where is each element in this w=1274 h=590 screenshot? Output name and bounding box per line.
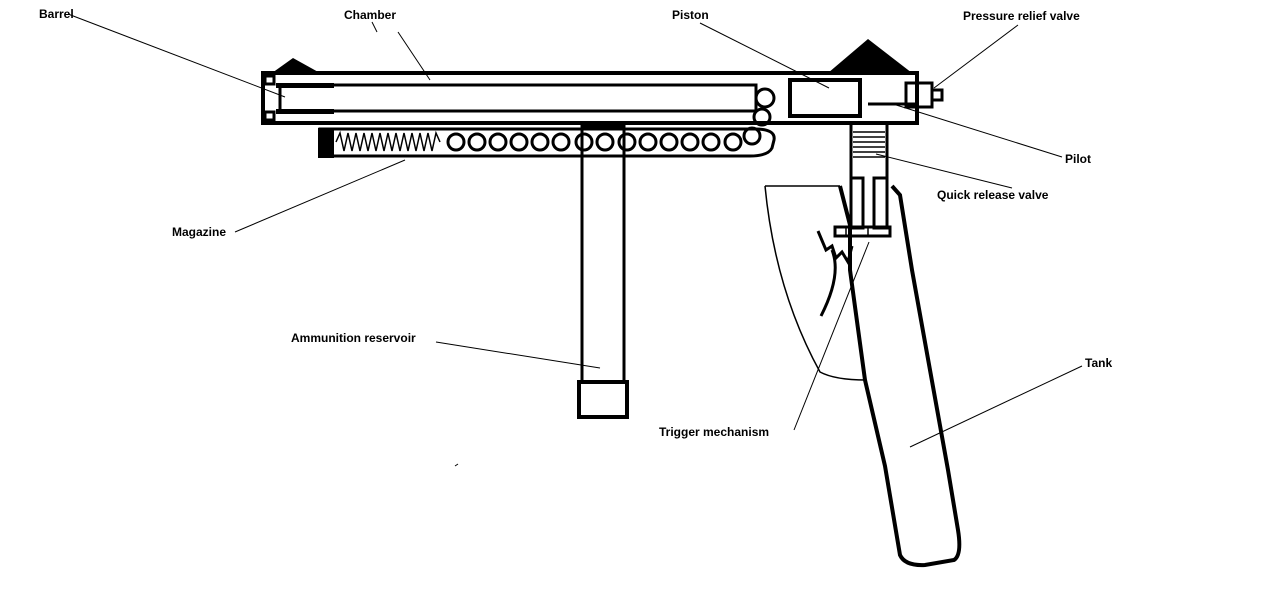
trigger-guard	[764, 185, 867, 381]
leader-magazine	[234, 159, 406, 233]
muzzle-tip-top	[263, 74, 276, 86]
magazine-tube	[318, 127, 776, 158]
barrel-bore	[278, 83, 758, 113]
front-sight	[272, 58, 320, 73]
leader-chamber	[397, 31, 431, 81]
ammunition-reservoir-assembly	[577, 124, 629, 419]
valve-port-right	[872, 176, 889, 230]
leader-barrel	[67, 13, 286, 98]
leader-quick-release-valve	[875, 153, 1013, 189]
label-trigger-mechanism: Trigger mechanism	[659, 425, 769, 439]
leader-trigger-mechanism	[793, 241, 870, 431]
trigger-bar	[833, 225, 892, 238]
muzzle-block	[276, 83, 334, 88]
magazine-endcap	[318, 128, 334, 158]
label-piston: Piston	[672, 8, 709, 22]
quick-release-valve-lines	[853, 131, 885, 158]
magazine-spring	[335, 130, 441, 152]
magazine-assembly	[318, 126, 776, 158]
valve-assembly	[849, 123, 889, 230]
magazine-balls	[446, 126, 762, 152]
muzzle-block-lower	[276, 109, 334, 114]
muzzle-tip-bottom	[263, 110, 276, 122]
label-tank: Tank	[1085, 356, 1112, 370]
label-chamber: Chamber	[344, 8, 396, 22]
leader-pilot	[892, 103, 1063, 158]
valve-port-left	[849, 176, 865, 230]
reservoir-tube	[580, 124, 626, 384]
label-pilot: Pilot	[1065, 152, 1091, 166]
label-pressure-relief-valve: Pressure relief valve	[963, 9, 1080, 23]
label-barrel: Barrel	[39, 7, 74, 21]
leader-ammunition-reservoir	[435, 341, 601, 369]
stray-mark	[454, 463, 459, 467]
tank-body	[838, 184, 962, 568]
reservoir-cap	[577, 380, 629, 419]
leader-pressure-relief-valve	[933, 24, 1019, 89]
chamber-ball-2	[752, 107, 772, 127]
outer-housing	[261, 71, 919, 125]
leader-tank	[909, 365, 1083, 448]
label-ammunition-reservoir: Ammunition reservoir	[291, 331, 416, 345]
label-magazine: Magazine	[172, 225, 226, 239]
leader-chamber-tick	[371, 21, 378, 33]
chamber-ball-1	[754, 87, 776, 109]
piston-block	[788, 78, 862, 118]
barrel-assembly	[261, 39, 944, 127]
rear-sight	[828, 39, 912, 73]
leader-lines	[67, 13, 1083, 448]
leader-piston	[699, 22, 830, 89]
pressure-relief-valve-cap	[930, 88, 944, 102]
label-quick-release-valve: Quick release valve	[937, 188, 1049, 202]
labels: Barrel Chamber Piston Pressure relief va…	[39, 7, 1112, 439]
trigger-blade	[819, 249, 837, 317]
